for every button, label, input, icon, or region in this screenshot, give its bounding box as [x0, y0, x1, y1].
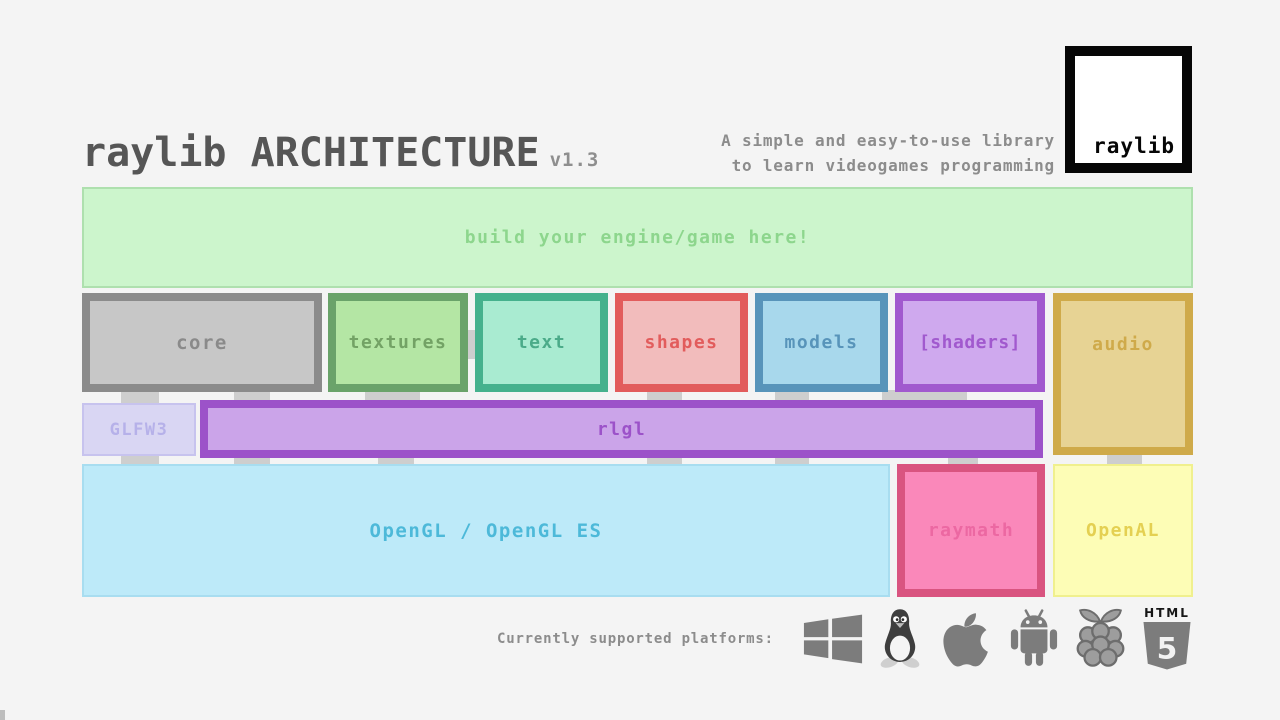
version-label: v1.3 — [549, 149, 600, 171]
glfw3-box: GLFW3 — [82, 403, 196, 456]
logo-text: raylib — [1093, 134, 1175, 158]
module-core: core — [82, 293, 322, 392]
rlgl-box: rlgl — [200, 400, 1043, 458]
linux-icon — [877, 608, 923, 668]
module-shapes: shapes — [615, 293, 748, 392]
opengl-box: OpenGL / OpenGL ES — [82, 464, 890, 597]
screen-edge-artifact — [0, 710, 5, 720]
page-title: raylib ARCHITECTURE v1.3 — [82, 130, 599, 176]
connector-tab — [467, 330, 475, 359]
raspberry-pi-icon — [1073, 607, 1128, 669]
module-text: text — [475, 293, 608, 392]
module-audio: audio — [1053, 293, 1193, 455]
tagline-line-2: to learn videogames programming — [731, 156, 1055, 175]
tagline: A simple and easy-to-use library to lear… — [721, 128, 1055, 178]
html5-wordmark: HTML — [1144, 605, 1190, 620]
module-models: models — [755, 293, 888, 392]
title-text: raylib ARCHITECTURE — [82, 130, 540, 176]
platform-icons: HTML 5 — [803, 601, 1192, 675]
engine-box: build your engine/game here! — [82, 187, 1193, 288]
openal-box: OpenAL — [1053, 464, 1193, 597]
android-icon — [1009, 609, 1059, 667]
connector-tab — [121, 454, 159, 466]
html5-number: 5 — [1157, 631, 1178, 666]
raylib-logo: raylib — [1065, 46, 1192, 173]
windows-icon — [803, 610, 863, 666]
platforms-label: Currently supported platforms: — [497, 631, 774, 647]
apple-icon — [937, 609, 995, 667]
module-shaders: [shaders] — [895, 293, 1045, 392]
module-textures: textures — [328, 293, 468, 392]
tagline-line-1: A simple and easy-to-use library — [721, 131, 1055, 150]
connector-tab — [1107, 454, 1142, 466]
html5-icon: HTML 5 — [1142, 605, 1192, 670]
raymath-box: raymath — [897, 464, 1045, 597]
connector-tab — [121, 390, 159, 404]
